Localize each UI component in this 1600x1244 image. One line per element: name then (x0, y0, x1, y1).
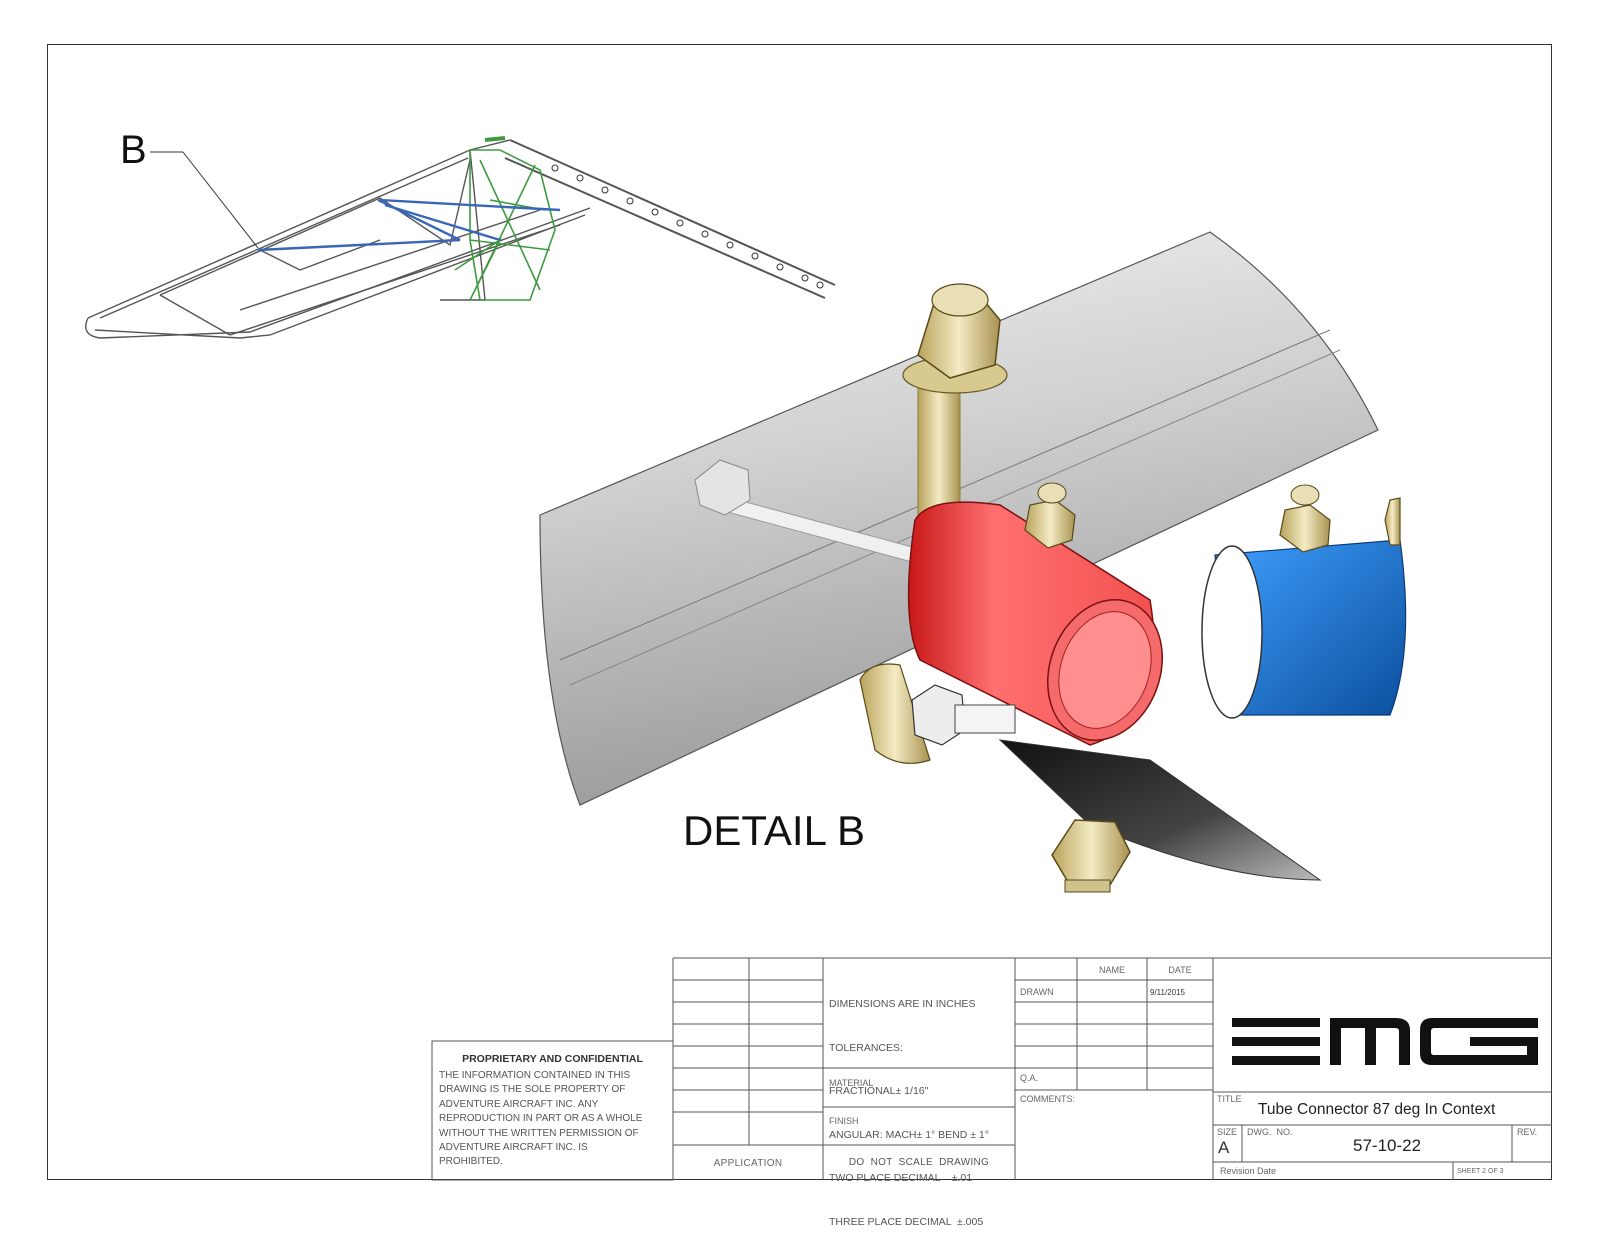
proprietary-line: DRAWING IS THE SOLE PROPERTY OF (439, 1084, 626, 1096)
title-block-grid (431, 957, 1552, 1181)
sheet-number: SHEET 2 OF 3 (1457, 1168, 1504, 1175)
proprietary-line: PROHIBITED. (439, 1156, 503, 1168)
blue-braces (257, 198, 561, 252)
qa-label: Q.A. (1020, 1073, 1039, 1083)
drawn-date: 9/11/2015 (1150, 988, 1185, 997)
date-header: DATE (1168, 965, 1192, 975)
dwg-no-label: DWG. NO. (1247, 1127, 1293, 1137)
green-tube-cluster (454, 136, 556, 301)
proprietary-line: ADVENTURE AIRCRAFT INC. ANY (439, 1098, 599, 1110)
emg-logo (1232, 1018, 1538, 1065)
tolerance-line: TWO PLACE DECIMAL ±.01 (829, 1172, 973, 1184)
assembly-view (85, 139, 836, 339)
top-nut-thread (931, 283, 989, 317)
bottom-nut (1051, 819, 1131, 886)
drawn-label: DRAWN (1020, 987, 1054, 997)
dwg-no-value: 57-10-22 (1353, 1136, 1422, 1155)
application-label: APPLICATION (713, 1158, 783, 1169)
tolerance-line: FRACTIONAL± 1/16" (829, 1085, 929, 1097)
clevis-ear (859, 663, 931, 764)
tolerances-note: DIMENSIONS ARE IN INCHES TOLERANCES: FRA… (829, 968, 1014, 1244)
detail-b-view (539, 231, 1407, 893)
comments-label: COMMENTS: (1020, 1094, 1075, 1104)
clevis-pin (954, 704, 1016, 734)
blue-tube (1214, 539, 1407, 716)
blue-tube-nut (1279, 504, 1331, 553)
rev-label: REV. (1517, 1127, 1538, 1137)
material-label: MATERIAL (829, 1078, 874, 1088)
black-bracket (998, 739, 1322, 881)
proprietary-line: REPRODUCTION IN PART OR AS A WHOLE (439, 1113, 643, 1125)
proprietary-heading: PROPRIETARY AND CONFIDENTIAL (462, 1053, 643, 1065)
proprietary-line: WITHOUT THE WRITTEN PERMISSION OF (439, 1127, 639, 1139)
blue-tube-opening (1201, 545, 1263, 719)
drawing-frame (47, 44, 1552, 1180)
proprietary-line: ADVENTURE AIRCRAFT INC. IS (439, 1142, 588, 1154)
connector-nut (1024, 499, 1076, 549)
name-header: NAME (1098, 965, 1125, 975)
revision-date-label: Revision Date (1220, 1166, 1277, 1176)
tolerance-line: DIMENSIONS ARE IN INCHES (829, 998, 976, 1010)
do-not-scale-note: DO NOT SCALE DRAWING (848, 1157, 990, 1168)
tolerance-line: THREE PLACE DECIMAL ±.005 (829, 1215, 984, 1228)
callout-leader-diagonal (182, 151, 259, 249)
bottom-bolt-thread (1064, 879, 1111, 893)
size-value: A (1218, 1138, 1230, 1157)
ghost-nut (694, 459, 751, 516)
callout-label: B (120, 128, 147, 172)
assembly-holes (551, 164, 824, 289)
tolerance-line: ANGULAR: MACH± 1° BEND ± 1° (829, 1128, 989, 1141)
title-label: TITLE (1217, 1094, 1242, 1104)
finish-label: FINISH (829, 1116, 859, 1126)
tolerance-line: TOLERANCES: (829, 1041, 903, 1054)
detail-label: DETAIL B (683, 807, 865, 854)
edge-nut (1384, 497, 1401, 546)
size-label: SIZE (1217, 1127, 1238, 1137)
drawing-title: Tube Connector 87 deg In Context (1258, 1101, 1496, 1118)
proprietary-line: THE INFORMATION CONTAINED IN THIS (439, 1070, 631, 1081)
proprietary-notice: THE INFORMATION CONTAINED IN THIS DRAWIN… (439, 1069, 671, 1170)
